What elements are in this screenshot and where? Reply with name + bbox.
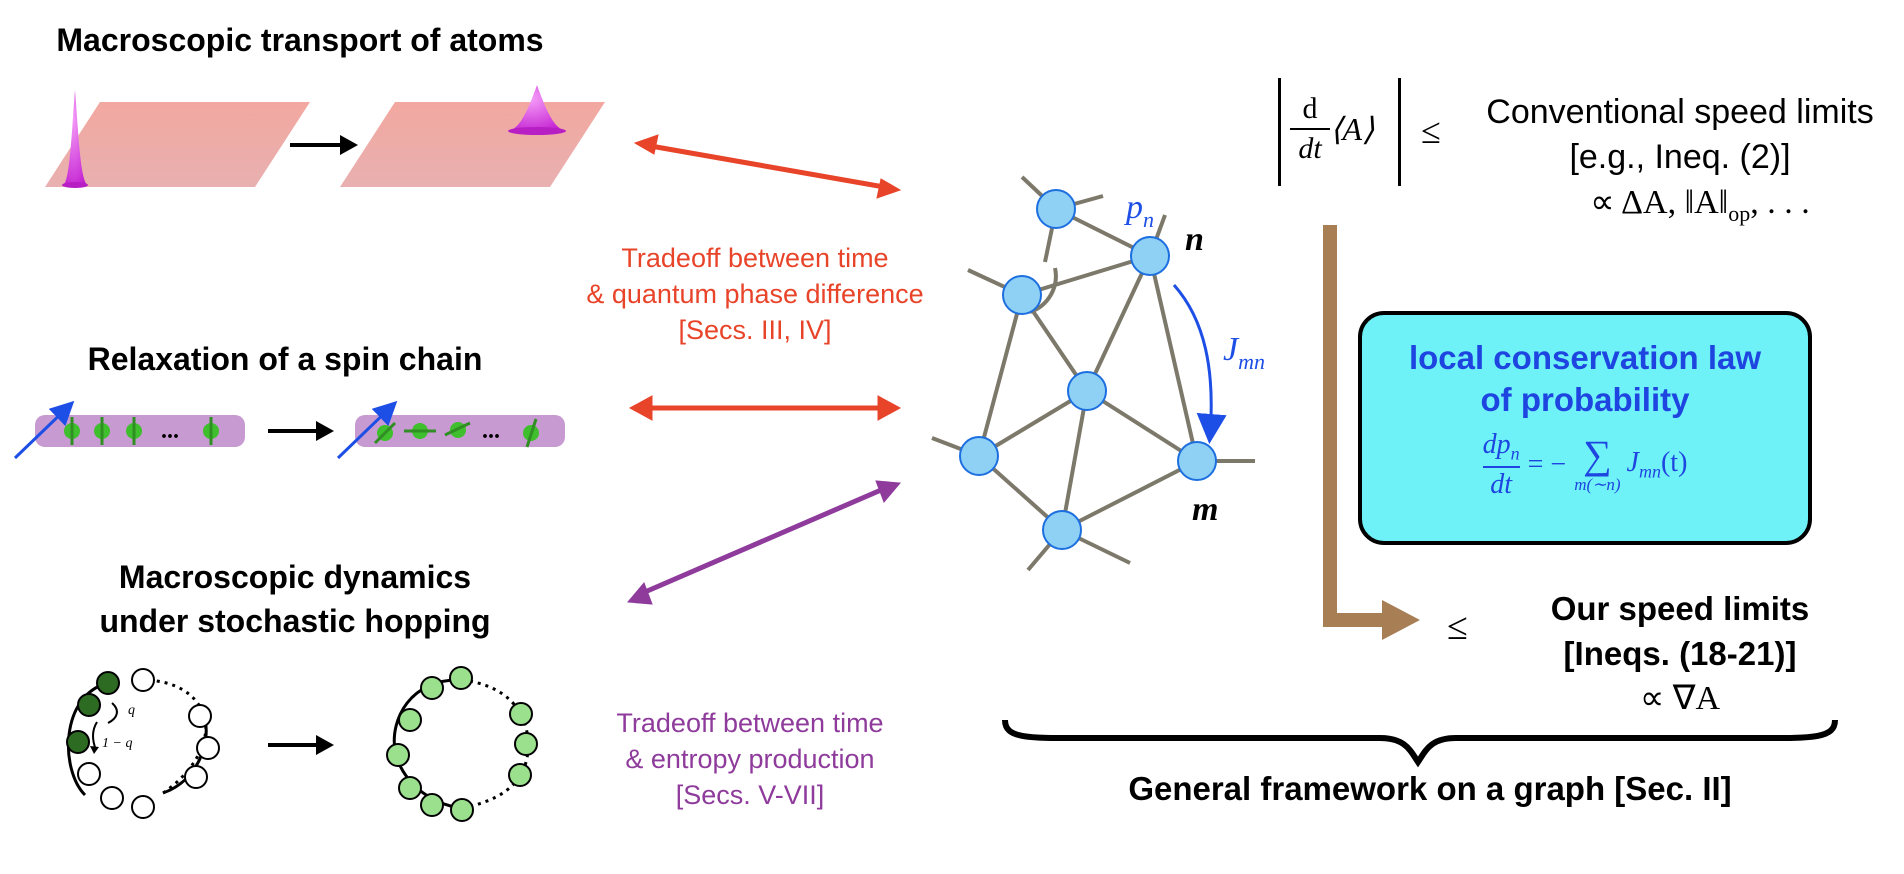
conservation-equation: dpn dt = − ∑ m(∼n) Jmn(t) xyxy=(1362,429,1808,501)
quantum-tradeoff-line1: Tradeoff between time xyxy=(621,243,889,273)
graph-network: pn n Jmn m xyxy=(931,175,1265,572)
graph-node xyxy=(1042,510,1082,550)
hopping-title: Macroscopic dynamics under stochastic ho… xyxy=(70,555,520,643)
conservation-title-line2: of probability xyxy=(1480,381,1690,418)
spin-ellipsis-right: ... xyxy=(482,418,500,444)
our-speed-limits: Our speed limits [Ineqs. (18-21)] ∝ ∇A xyxy=(1510,586,1850,721)
hopping-illustration: q 1 − q xyxy=(66,666,538,822)
left-plate xyxy=(45,102,310,187)
abs-bar-right xyxy=(1398,78,1401,186)
quantum-tradeoff: Tradeoff between time & quantum phase di… xyxy=(540,240,970,348)
framework-label: General framework on a graph [Sec. II] xyxy=(1128,770,1732,807)
eq-denominator: dt xyxy=(1490,468,1512,500)
eq-minus: = − xyxy=(1527,448,1567,480)
top-double-arrow xyxy=(633,134,902,199)
spin-up-arrows xyxy=(64,417,219,445)
derivative-fraction: d dt xyxy=(1290,92,1330,166)
node-m-label: m xyxy=(1192,491,1218,528)
derivative-numerator: d xyxy=(1302,92,1318,125)
graph-node xyxy=(1067,371,1107,411)
expectation-A: ⟨A⟩ xyxy=(1330,111,1375,147)
classical-tradeoff-line1: Tradeoff between time xyxy=(616,708,884,738)
derivative-denominator: dt xyxy=(1298,132,1322,165)
node-n-label: n xyxy=(1185,221,1204,258)
wide-peak xyxy=(508,85,566,131)
bottom-double-arrow xyxy=(626,480,902,605)
graph-node xyxy=(959,436,999,476)
abs-bar-left xyxy=(1278,78,1281,186)
conventional-line2: [e.g., Ineq. (2)] xyxy=(1569,138,1791,176)
graph-node xyxy=(1036,189,1076,229)
p-n-label: pn xyxy=(1124,189,1154,232)
J-mn-label: Jmn xyxy=(1223,331,1265,374)
conventional-line1: Conventional speed limits xyxy=(1486,93,1874,131)
framework-brace xyxy=(1002,719,1838,768)
graph-node-m xyxy=(1177,441,1217,481)
eq-sum-sub: m(∼n) xyxy=(1574,474,1621,494)
conservation-title-line1: local conservation law xyxy=(1408,339,1762,376)
graph-node xyxy=(1002,275,1042,315)
hopping-arrow xyxy=(268,735,334,755)
ours-line2: [Ineqs. (18-21)] xyxy=(1563,635,1797,672)
narrow-peak xyxy=(63,90,88,185)
time-derivative-bound: d dt ⟨A⟩ ≤ xyxy=(1278,78,1458,188)
transport-arrow xyxy=(290,135,358,155)
eq-numerator: dpn xyxy=(1482,429,1520,464)
one-minus-q-label: 1 − q xyxy=(102,736,132,751)
transport-illustration xyxy=(45,85,605,188)
leq-bottom: ≤ xyxy=(1447,606,1468,648)
q-label: q xyxy=(128,703,135,718)
spin-arrow xyxy=(268,421,334,441)
field-arrow-left xyxy=(13,400,75,460)
right-plate xyxy=(340,102,605,187)
leq-top: ≤ xyxy=(1421,111,1441,151)
implication-arrow xyxy=(1323,225,1420,640)
graph-nodes xyxy=(959,189,1217,550)
ours-line1: Our speed limits xyxy=(1550,590,1810,627)
spin-chain-illustration: ... ... xyxy=(13,400,565,460)
classical-tradeoff: Tradeoff between time & entropy producti… xyxy=(560,705,940,813)
conventional-limits: Conventional speed limits [e.g., Ineq. (… xyxy=(1470,90,1890,236)
classical-tradeoff-line3: [Secs. V-VII] xyxy=(675,780,825,810)
final-ring xyxy=(386,666,538,822)
spin-ellipsis-left: ... xyxy=(161,418,179,444)
eq-sum: ∑ xyxy=(1583,431,1612,477)
eq-rhs: Jmn(t) xyxy=(1626,447,1688,482)
conservation-box: local conservation law of probability dp… xyxy=(1358,311,1812,545)
graph-node-n xyxy=(1130,236,1170,276)
transport-title: Macroscopic transport of atoms xyxy=(56,22,544,58)
classical-tradeoff-line2: & entropy production xyxy=(625,744,875,774)
conventional-line3: ∝ ΔA, ‖A‖op, . . . xyxy=(1590,184,1810,226)
relaxed-spins xyxy=(373,418,539,448)
initial-ring: q 1 − q xyxy=(66,668,220,819)
current-arrow xyxy=(1172,284,1227,444)
quantum-tradeoff-line2: & quantum phase difference xyxy=(586,279,924,309)
middle-double-arrow xyxy=(628,395,902,421)
connector-arrows xyxy=(626,134,902,605)
spin-title: Relaxation of a spin chain xyxy=(87,341,483,377)
ours-line3: ∝ ∇A xyxy=(1639,680,1721,717)
field-arrow-right xyxy=(336,400,398,460)
quantum-tradeoff-line3: [Secs. III, IV] xyxy=(678,315,832,345)
hopping-title-line2: under stochastic hopping xyxy=(99,603,491,639)
hopping-title-line1: Macroscopic dynamics xyxy=(118,559,472,595)
